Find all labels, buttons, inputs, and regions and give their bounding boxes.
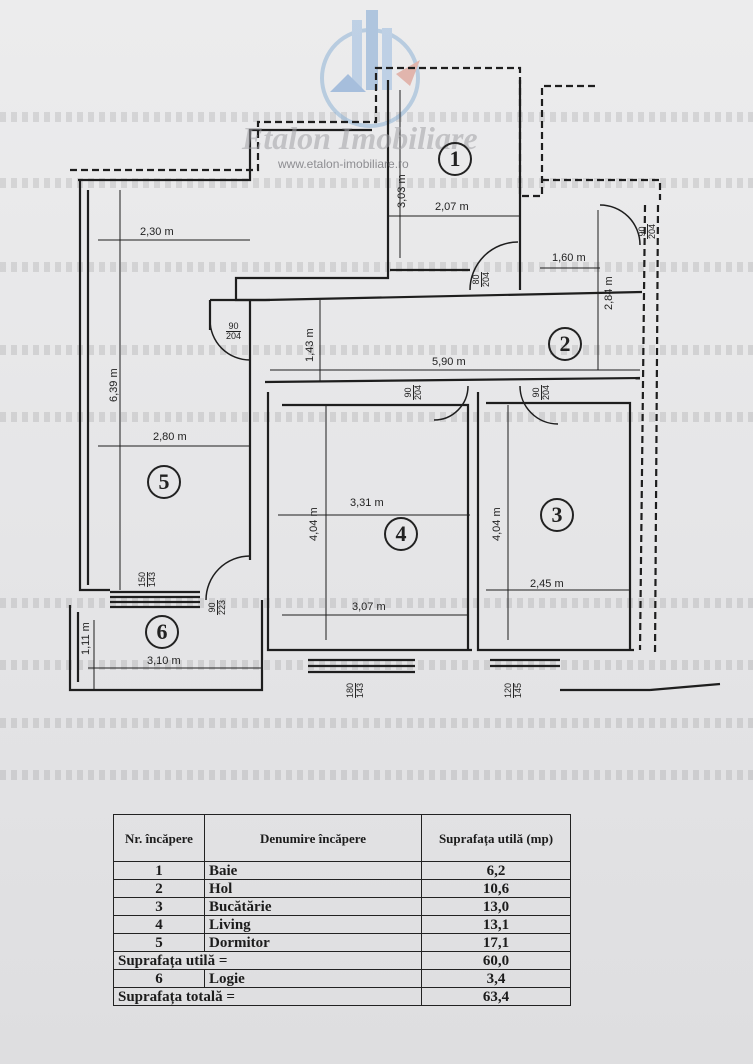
dimension-label: 5,90 m	[432, 356, 466, 368]
useful-area-row: Suprafața utilă = 60,0	[113, 951, 571, 970]
useful-area-label: Suprafața utilă =	[113, 951, 422, 970]
room-nr-cell: 6	[113, 969, 205, 988]
table-row: 3 Bucătărie 13,0	[113, 897, 571, 916]
watermark-brand: Etalon Imobiliare	[242, 120, 478, 156]
table-row: 1 Baie 6,2	[113, 861, 571, 880]
dimension-label: 2,45 m	[530, 578, 564, 590]
bleed-through-text	[0, 598, 753, 608]
dimension-label: 3,10 m	[147, 655, 181, 667]
bleed-through-text	[0, 178, 753, 188]
dimension-label: 2,07 m	[435, 201, 469, 213]
room-name-cell: Dormitor	[204, 933, 422, 952]
total-area-label: Suprafața totală =	[113, 987, 422, 1006]
bleed-through-text	[0, 718, 753, 728]
room-number-5: 5	[147, 465, 181, 499]
header-room-number: Nr. încăpere	[113, 814, 205, 862]
room-nr-cell: 2	[113, 879, 205, 898]
table-header-row: Nr. încăpere Denumire încăpere Suprafața…	[113, 814, 571, 862]
room-area-cell: 13,0	[421, 897, 571, 916]
dimension-label: 4,04 m	[308, 507, 320, 541]
bleed-through-text	[0, 770, 753, 780]
dimension-label: 4,04 m	[491, 507, 503, 541]
room-number-4: 4	[384, 517, 418, 551]
dimension-label: 3,03 m	[396, 174, 408, 208]
room-nr-cell: 5	[113, 933, 205, 952]
watermark-url: www.etalon-imobiliare.ro	[278, 157, 409, 171]
room-nr-cell: 1	[113, 861, 205, 880]
dimension-label: 6,39 m	[108, 368, 120, 402]
total-area-row: Suprafața totală = 63,4	[113, 987, 571, 1006]
dimension-label: 1,11 m	[80, 622, 92, 655]
room-name-cell: Logie	[204, 969, 422, 988]
room-area-cell: 6,2	[421, 861, 571, 880]
dimension-label: 2,84 m	[603, 276, 615, 310]
dimension-label: 1,43 m	[304, 328, 316, 362]
bleed-through-text	[0, 412, 753, 422]
room-name-cell: Bucătărie	[204, 897, 422, 916]
total-area-value: 63,4	[421, 987, 571, 1006]
room-number-2: 2	[548, 327, 582, 361]
room-nr-cell: 3	[113, 897, 205, 916]
room-area-cell: 3,4	[421, 969, 571, 988]
table-row: 2 Hol 10,6	[113, 879, 571, 898]
room-name-cell: Baie	[204, 861, 422, 880]
room-name-cell: Hol	[204, 879, 422, 898]
room-number-1: 1	[438, 142, 472, 176]
table-row: 6 Logie 3,4	[113, 969, 571, 988]
room-area-cell: 17,1	[421, 933, 571, 952]
area-table: Nr. încăpere Denumire încăpere Suprafața…	[113, 814, 571, 1006]
header-useful-area: Suprafața utilă (mp)	[421, 814, 571, 862]
dimension-label: 3,31 m	[350, 497, 384, 509]
dimension-label: 2,80 m	[153, 431, 187, 443]
table-row: 5 Dormitor 17,1	[113, 933, 571, 952]
dimension-label: 3,07 m	[352, 601, 386, 613]
header-room-name: Denumire încăpere	[204, 814, 422, 862]
room-nr-cell: 4	[113, 915, 205, 934]
bleed-through-text	[0, 345, 753, 355]
dimension-label: 1,60 m	[552, 252, 586, 264]
room-number-3: 3	[540, 498, 574, 532]
useful-area-value: 60,0	[421, 951, 571, 970]
room-area-cell: 13,1	[421, 915, 571, 934]
logo-icon	[320, 10, 420, 128]
room-number-6: 6	[145, 615, 179, 649]
dimension-label: 2,30 m	[140, 226, 174, 238]
table-row: 4 Living 13,1	[113, 915, 571, 934]
room-name-cell: Living	[204, 915, 422, 934]
room-area-cell: 10,6	[421, 879, 571, 898]
bleed-through-text	[0, 262, 753, 272]
